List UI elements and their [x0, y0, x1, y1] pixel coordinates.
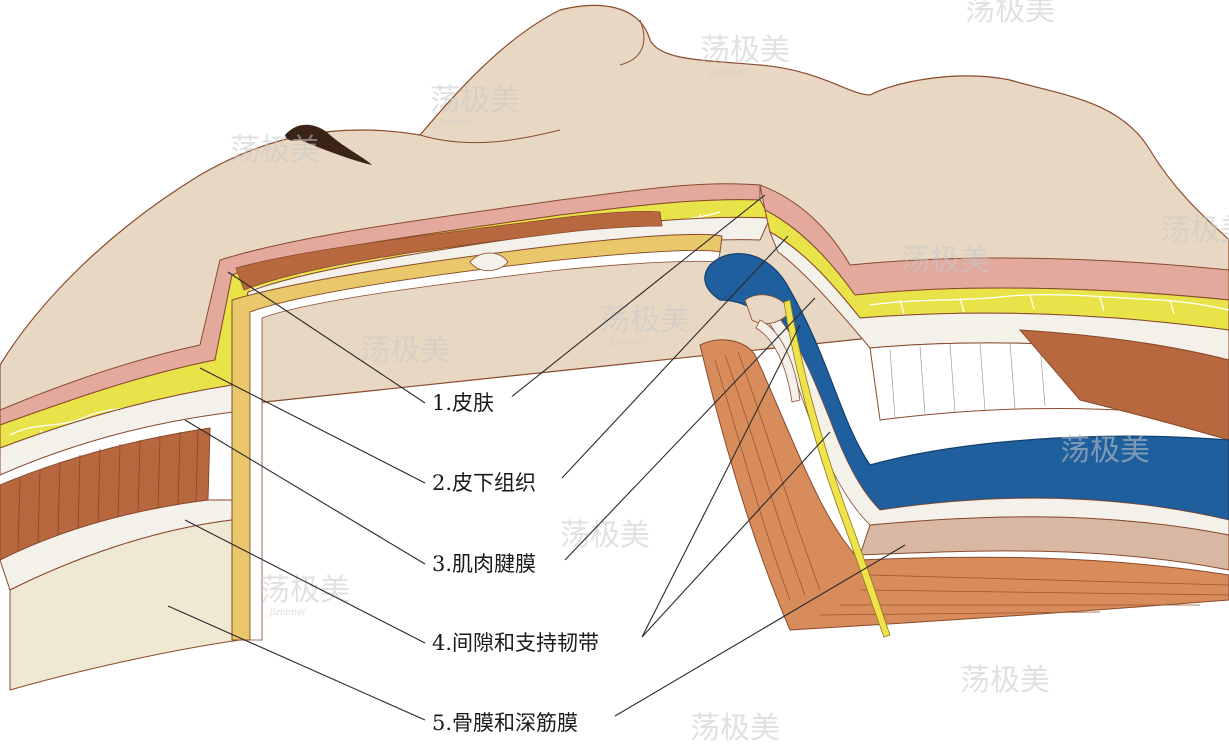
leader-spaces-right-a — [641, 324, 801, 638]
svg-text:荡极美: 荡极美 — [430, 83, 520, 118]
skin-contour — [419, 19, 645, 144]
deep-fat-right — [859, 516, 1229, 571]
fascia-right — [769, 230, 1229, 361]
masseter — [699, 339, 1229, 631]
svg-text:荡极美: 荡极美 — [1160, 213, 1229, 248]
svg-text:荡极美: 荡极美 — [690, 711, 780, 746]
label-subcutaneous: 2.皮下组织 — [432, 471, 536, 495]
svg-text:荡极美: 荡极美 — [600, 303, 690, 338]
svg-text:荡极美: 荡极美 — [900, 243, 990, 278]
hair — [285, 124, 372, 165]
svg-text:荡极美: 荡极美 — [965, 0, 1055, 28]
svg-text:荡极美: 荡极美 — [360, 333, 450, 368]
svg-text:荡极美: 荡极美 — [1060, 433, 1150, 468]
leader-lines — [167, 194, 906, 721]
muscle-left-striations — [17, 428, 199, 553]
masseter-striations — [714, 351, 1229, 616]
frontalis-strip — [235, 210, 663, 291]
fat-veins-right — [869, 294, 1229, 315]
ligament-forehead — [469, 252, 509, 272]
leader-skin-left — [227, 271, 426, 404]
svg-text:Jizhimei: Jizhimei — [438, 118, 475, 128]
nerve — [783, 299, 891, 638]
label-spaces-ligaments: 4.间隙和支持韧带 — [432, 631, 599, 655]
svg-text:荡极美: 荡极美 — [230, 133, 320, 168]
svg-text:Jizhimei: Jizhimei — [708, 68, 745, 78]
leader-subcutaneous-left — [199, 367, 426, 484]
leader-periosteum-right — [614, 544, 906, 717]
leader-smas-left — [184, 419, 426, 565]
leader-subcutaneous-right — [561, 235, 789, 479]
svg-text:Jizhimei: Jizhimei — [268, 608, 305, 618]
svg-text:荡极美: 荡极美 — [260, 573, 350, 608]
label-skin: 1.皮肤 — [432, 391, 494, 415]
muscle-right — [1018, 329, 1229, 441]
leader-periosteum-left — [167, 605, 426, 721]
label-smas: 3.肌肉腱膜 — [432, 552, 536, 576]
label-periosteum-fascia: 5.骨膜和深筋膜 — [432, 711, 578, 735]
svg-text:荡极美: 荡极美 — [560, 518, 650, 553]
svg-text:荡极美: 荡极美 — [960, 663, 1050, 698]
watermarks: 荡极美 荡极美 荡极美 荡极美 荡极美 荡极美 荡极美 荡极美 荡极美 荡极美 … — [230, 0, 1229, 746]
svg-text:荡极美: 荡极美 — [700, 33, 790, 68]
leader-smas-right — [564, 297, 816, 561]
leader-spaces-left — [184, 519, 426, 644]
leader-skin-right — [509, 194, 766, 399]
label-group: 1.皮肤 2.皮下组织 3.肌肉腱膜 4.间隙和支持韧带 5.骨膜和深筋膜 — [428, 388, 640, 736]
leader-spaces-right-b — [641, 431, 831, 638]
svg-text:Jizhimei: Jizhimei — [608, 338, 645, 348]
